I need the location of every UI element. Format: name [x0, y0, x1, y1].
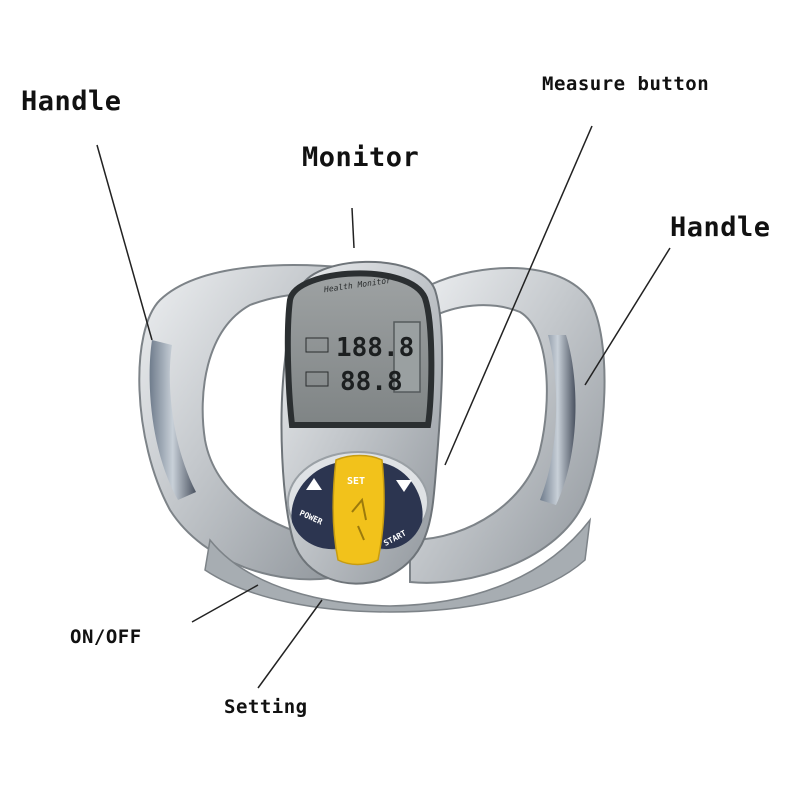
leader-setting — [258, 600, 322, 688]
callout-on-off: ON/OFF — [70, 626, 142, 648]
callout-handle-right: Handle — [670, 212, 771, 243]
lcd-top-readout: 188.8 — [336, 333, 414, 363]
set-label: SET — [347, 476, 365, 487]
callout-handle-left: Handle — [21, 86, 122, 117]
callout-monitor: Monitor — [302, 142, 419, 173]
leader-monitor — [352, 208, 354, 248]
callout-setting: Setting — [224, 696, 308, 718]
set-button[interactable] — [333, 456, 384, 565]
leader-handle-left — [97, 145, 152, 340]
callout-measure-button: Measure button — [542, 73, 709, 95]
lcd-bottom-readout: 88.8 — [340, 367, 403, 397]
leader-on-off — [192, 585, 258, 622]
